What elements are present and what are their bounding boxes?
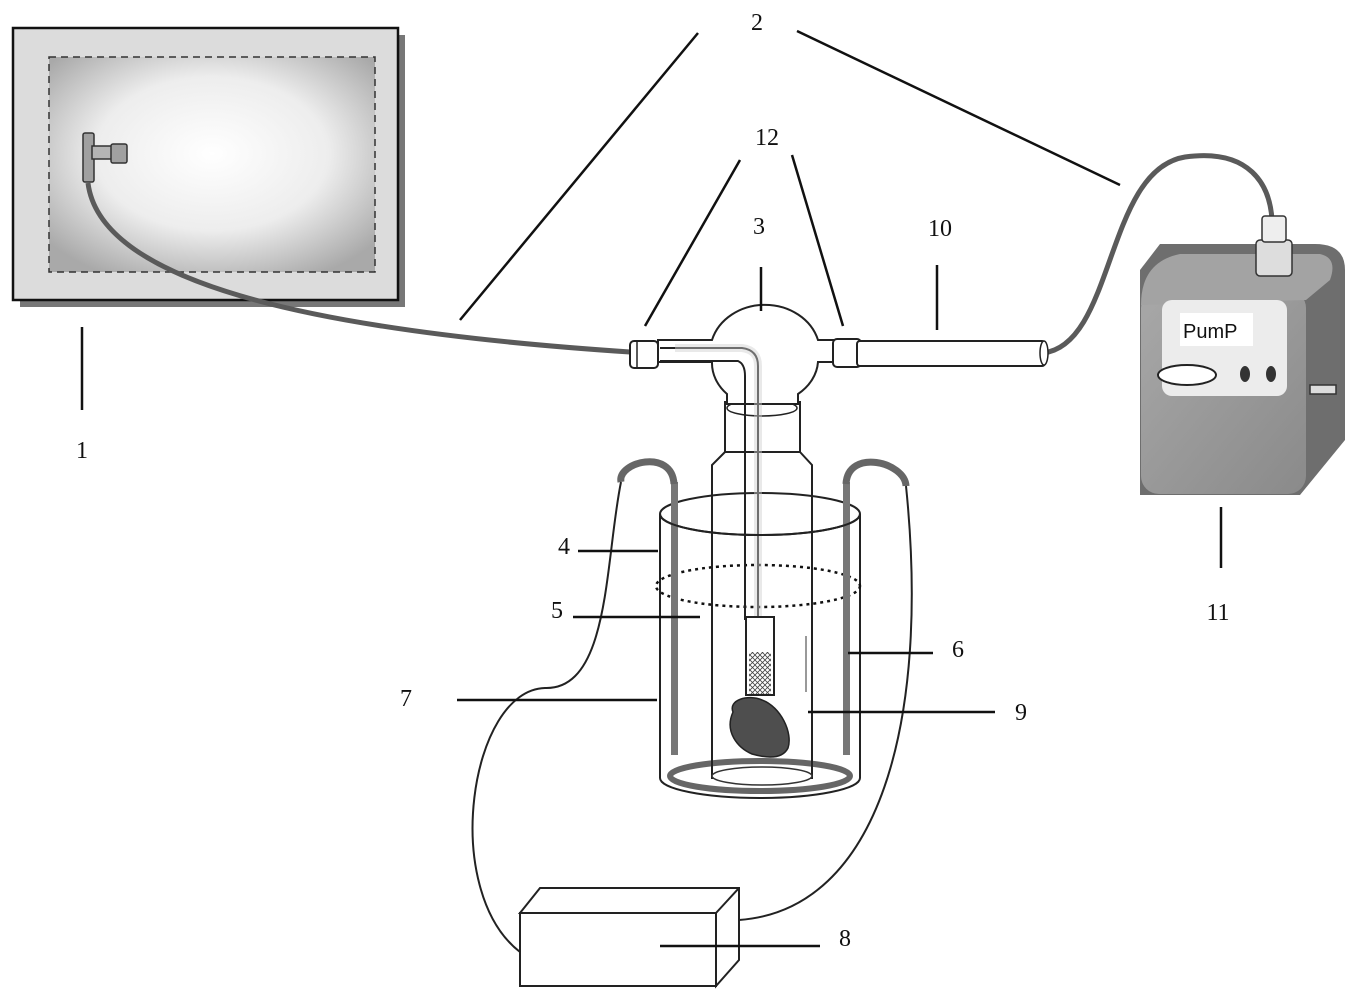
pump-label: PumP [1183,321,1237,343]
pump: PumP [1140,215,1345,495]
box-valve-fitting [82,132,128,183]
leader-lines [80,29,1223,948]
label-9: 9 [1015,700,1027,726]
label-7: 7 [400,686,412,712]
sampling-tube-right [1042,153,1275,356]
label-6: 6 [952,637,964,663]
label-11: 11 [1206,600,1229,626]
bulb-head [657,303,841,405]
label-5: 5 [551,598,563,624]
inlet-tube [660,344,762,620]
sample-specimen [729,696,790,758]
sample-box [11,26,405,307]
label-4: 4 [558,534,570,560]
wire-left [471,481,622,953]
electrode-left [671,482,678,755]
label-2: 2 [751,10,763,36]
label-8: 8 [839,926,851,952]
electrode-hook-left [617,458,678,485]
electrode-right [843,482,850,755]
gas-frit [745,616,775,696]
electrode-hook-right [842,458,910,487]
power-supply [517,887,740,989]
fitting-left [629,340,659,369]
label-3: 3 [753,214,765,240]
label-10: 10 [928,216,952,242]
sampling-tube-left [85,182,631,355]
wire-right [738,485,913,921]
label-1: 1 [76,438,88,464]
drying-tube [856,340,1049,367]
label-12: 12 [755,125,779,151]
pump-inlet-nozzle [1255,215,1293,277]
outer-beaker-front-rim [659,513,861,536]
